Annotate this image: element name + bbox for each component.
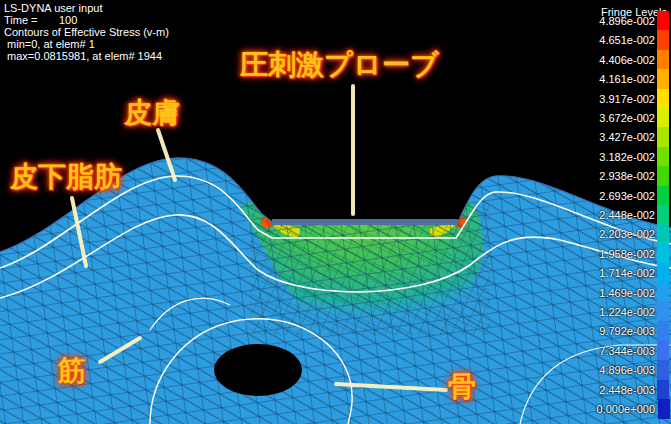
color-swatch bbox=[657, 321, 669, 341]
color-swatch bbox=[657, 302, 669, 322]
color-swatch bbox=[657, 186, 669, 206]
legend-row: 4.651e-002 bbox=[599, 30, 655, 49]
fringe-value: 3.672e-002 bbox=[599, 112, 655, 124]
color-swatch bbox=[657, 11, 669, 31]
fringe-value: 9.792e-003 bbox=[599, 325, 655, 337]
part-label: 皮下脂肪 bbox=[10, 158, 122, 196]
legend-row: 2.448e-002 bbox=[599, 205, 655, 224]
legend-row: 4.161e-002 bbox=[599, 69, 655, 88]
legend-row: 3.672e-002 bbox=[599, 108, 655, 127]
legend-row: 2.938e-002 bbox=[599, 166, 655, 185]
fringe-value: 7.344e-003 bbox=[599, 345, 655, 357]
fringe-value: 1.469e-002 bbox=[599, 287, 655, 299]
color-swatch bbox=[657, 283, 669, 303]
legend-row: 2.448e-003 bbox=[599, 380, 655, 399]
legend-row: 9.792e-003 bbox=[599, 321, 655, 340]
color-swatch bbox=[657, 166, 669, 186]
legend-row: 1.469e-002 bbox=[599, 283, 655, 302]
color-swatch bbox=[657, 263, 669, 283]
color-swatch bbox=[657, 108, 669, 128]
color-swatch bbox=[657, 89, 669, 109]
fringe-value: 3.182e-002 bbox=[599, 151, 655, 163]
header-line: Contours of Effective Stress (v-m) bbox=[4, 26, 169, 38]
color-swatch bbox=[657, 224, 669, 244]
fringe-value: 2.938e-002 bbox=[599, 170, 655, 182]
fringe-value: 1.224e-002 bbox=[599, 306, 655, 318]
color-swatch bbox=[657, 50, 669, 70]
color-swatch bbox=[657, 69, 669, 89]
color-swatch bbox=[657, 127, 669, 147]
color-swatch bbox=[657, 30, 669, 50]
fringe-value: 2.448e-002 bbox=[599, 209, 655, 221]
legend-row: 4.896e-002 bbox=[599, 11, 655, 30]
fringe-value: 4.896e-002 bbox=[599, 15, 655, 27]
fringe-value: 4.896e-003 bbox=[599, 364, 655, 376]
color-swatch bbox=[657, 360, 669, 380]
part-label: 筋 bbox=[58, 352, 86, 390]
color-swatch bbox=[657, 341, 669, 361]
legend-row: 7.344e-003 bbox=[599, 341, 655, 360]
legend-row: 4.406e-002 bbox=[599, 50, 655, 69]
legend-row: 1.714e-002 bbox=[599, 263, 655, 282]
header-line: Time = 100 bbox=[4, 14, 77, 26]
part-label: 圧刺激プローブ bbox=[240, 46, 439, 84]
legend-row: 2.203e-002 bbox=[599, 224, 655, 243]
legend-row: 0.000e+000 bbox=[597, 399, 655, 418]
fringe-value: 3.917e-002 bbox=[599, 93, 655, 105]
part-label: 皮膚 bbox=[124, 94, 180, 132]
fringe-value: 4.406e-002 bbox=[599, 54, 655, 66]
header-line: max=0.0815981, at elem# 1944 bbox=[4, 50, 162, 62]
legend-row: 3.917e-002 bbox=[599, 89, 655, 108]
color-swatch bbox=[657, 205, 669, 225]
color-swatch bbox=[657, 244, 669, 264]
legend-row: 3.427e-002 bbox=[599, 127, 655, 146]
part-label: 骨 bbox=[448, 368, 476, 406]
legend-row: 1.224e-002 bbox=[599, 302, 655, 321]
fringe-value: 4.161e-002 bbox=[599, 73, 655, 85]
legend-row: 1.958e-002 bbox=[599, 244, 655, 263]
color-swatch bbox=[657, 380, 669, 400]
fringe-value: 2.203e-002 bbox=[599, 228, 655, 240]
fringe-value: 1.958e-002 bbox=[599, 248, 655, 260]
fringe-value: 2.448e-003 bbox=[599, 384, 655, 396]
legend-row: 2.693e-002 bbox=[599, 186, 655, 205]
fringe-value: 4.651e-002 bbox=[599, 34, 655, 46]
fringe-value: 0.000e+000 bbox=[597, 403, 655, 415]
header-line: LS-DYNA user input bbox=[4, 2, 102, 14]
fringe-value: 3.427e-002 bbox=[599, 131, 655, 143]
color-swatch bbox=[658, 399, 670, 419]
legend-row: 4.896e-003 bbox=[599, 360, 655, 379]
header-line: min=0, at elem# 1 bbox=[4, 38, 95, 50]
color-swatch bbox=[657, 147, 669, 167]
fringe-value: 1.714e-002 bbox=[599, 267, 655, 279]
fringe-value: 2.693e-002 bbox=[599, 190, 655, 202]
legend-row: 3.182e-002 bbox=[599, 147, 655, 166]
